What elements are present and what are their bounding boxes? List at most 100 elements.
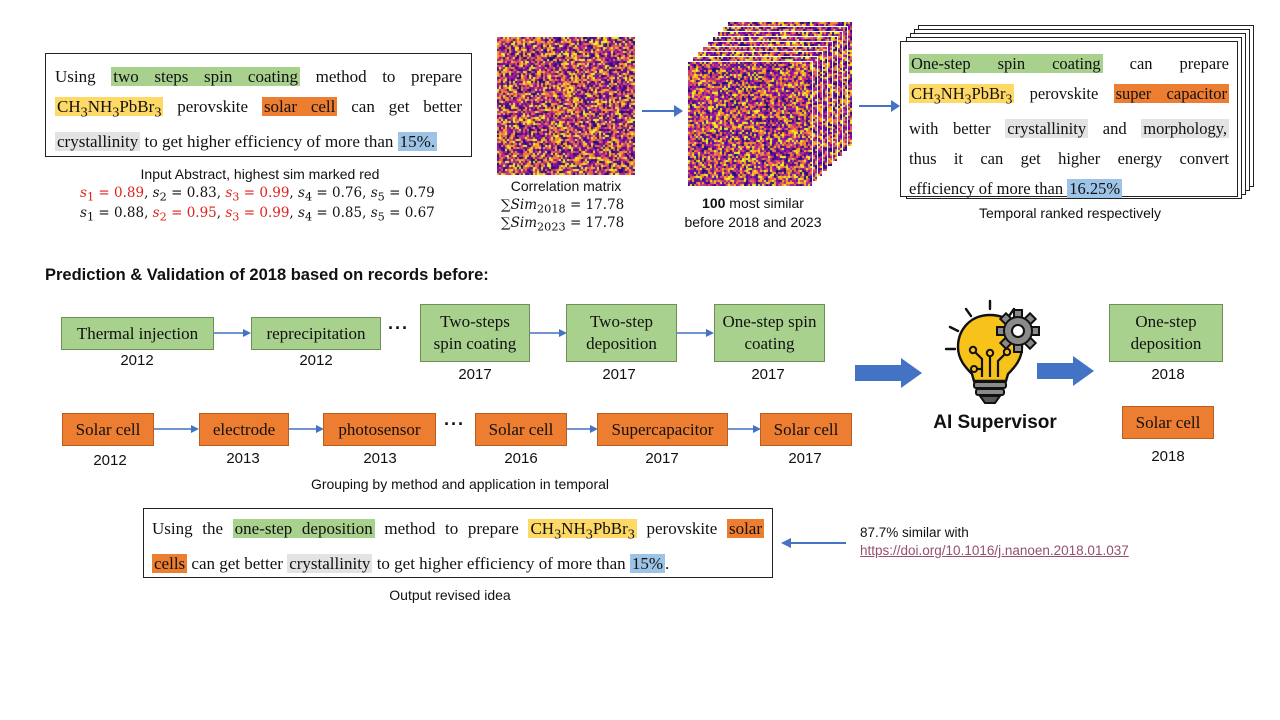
- arrow-right-icon: [289, 425, 324, 433]
- predicted-application-year: 2018: [1151, 448, 1185, 465]
- correlation-caption: Correlation matrix: [510, 178, 622, 194]
- sim-item: s5 = 0.79: [370, 185, 435, 204]
- ranked-line4: thus it can get higher energy convert: [909, 149, 1229, 169]
- text-fragment: to get higher efficiency of more than: [376, 554, 626, 574]
- ranked-line1: One-step spin coating can prepare: [909, 49, 1229, 79]
- sim-item: s1 = 0.89: [80, 185, 145, 204]
- property-highlight: morphology,: [1141, 119, 1230, 139]
- ranked-caption: Temporal ranked respectively: [978, 205, 1162, 221]
- application-highlight: cells: [152, 554, 188, 574]
- arrow-right-icon: [728, 425, 761, 433]
- sim-item: s2 = 0.95: [152, 205, 217, 224]
- ranked-line2: CH3NH3PbBr3 perovskite super capacitor: [909, 79, 1230, 114]
- arrow-right-icon: [642, 105, 683, 117]
- sim-item: s3 = 0.99: [225, 185, 290, 204]
- similar-matrix-layer: [687, 61, 813, 187]
- application-box-electrode: electrode: [199, 413, 289, 446]
- ai-supervisor-label: AI Supervisor: [933, 412, 1057, 433]
- sim-item: s1 = 0.88: [80, 205, 145, 224]
- ranked-line3: with better crystallinity and morphology…: [909, 114, 1230, 144]
- text-fragment: perovskite: [646, 519, 718, 538]
- sim-item: s4 = 0.76: [298, 185, 363, 204]
- arrow-right-icon: [855, 358, 922, 388]
- sum-sim-2023: ∑Sim2023 = 17.78: [501, 215, 625, 234]
- application-box-solar-cell: Solar cell: [475, 413, 567, 446]
- text-fragment: perovskite: [177, 97, 249, 116]
- application-year: 2013: [363, 450, 397, 467]
- output-line2: cells can get better crystallinity to ge…: [152, 549, 764, 579]
- application-highlight: super capacitor: [1113, 84, 1230, 103]
- method-box-reprecipitation: reprecipitation: [251, 317, 381, 350]
- sim-item: s3 = 0.99: [225, 205, 290, 224]
- method-highlight: One-step spin coating: [909, 54, 1103, 73]
- sim-item: s2 = 0.83: [152, 185, 217, 204]
- arrow-right-icon: [567, 425, 598, 433]
- ranked-abstract-box: One-step spin coating can prepare CH3NH3…: [900, 41, 1238, 199]
- application-box-photosensor: photosensor: [323, 413, 436, 446]
- predicted-method-box: One-step deposition: [1109, 304, 1223, 362]
- text-fragment: and: [1102, 119, 1127, 139]
- correlation-matrix-heatmap: [497, 37, 635, 175]
- text-fragment: Using the: [152, 519, 224, 538]
- method-highlight: one-step deposition: [232, 519, 375, 538]
- value-highlight: 15%.: [397, 132, 438, 152]
- method-box-one-step-spin-coating: One-step spin coating: [714, 304, 825, 362]
- arrow-right-icon: [677, 329, 714, 337]
- grouping-caption: Grouping by method and application in te…: [310, 476, 610, 492]
- application-box-solar-cell: Solar cell: [760, 413, 852, 446]
- lightbulb-gear-icon: [944, 299, 1040, 404]
- output-idea-box: Using the one-step deposition method to …: [143, 508, 773, 578]
- application-year: 2017: [788, 450, 822, 467]
- text-fragment: .: [665, 554, 670, 574]
- value-highlight: 16.25%: [1067, 179, 1123, 199]
- sim-row-1: s1 = 0.89, s2 = 0.83, s3 = 0.99, s4 = 0.…: [80, 185, 435, 204]
- input-abstract-line2: CH3NH3PbBr3 perovskite solar cell can ge…: [55, 92, 462, 127]
- value-highlight: 15%: [629, 554, 666, 574]
- application-year: 2013: [226, 450, 260, 467]
- arrow-right-icon: [154, 425, 199, 433]
- sim-row-2: s1 = 0.88, s2 = 0.95, s3 = 0.99, s4 = 0.…: [80, 205, 435, 224]
- property-highlight: crystallinity: [1005, 119, 1089, 139]
- arrow-right-icon: [1037, 356, 1094, 386]
- application-year: 2016: [504, 450, 538, 467]
- method-year: 2017: [458, 366, 492, 383]
- text-fragment: method to prepare: [315, 67, 462, 86]
- text-fragment: Using: [55, 67, 96, 86]
- material-highlight: CH3NH3PbBr3: [909, 84, 1015, 107]
- text-fragment: with better: [909, 119, 991, 139]
- predicted-application-box: Solar cell: [1122, 406, 1214, 439]
- application-year: 2012: [93, 452, 127, 469]
- property-highlight: crystallinity: [287, 554, 373, 574]
- sim-item: s4 = 0.85: [298, 205, 363, 224]
- method-year: 2017: [751, 366, 785, 383]
- input-abstract-box: Using two steps spin coating method to p…: [45, 53, 472, 157]
- sim-item: s5 = 0.67: [370, 205, 435, 224]
- material-highlight: CH3NH3PbBr3: [528, 519, 637, 543]
- ellipsis: ···: [444, 414, 465, 434]
- doi-link[interactable]: https://doi.org/10.1016/j.nanoen.2018.01…: [860, 543, 1129, 558]
- method-box-thermal-injection: Thermal injection: [61, 317, 214, 350]
- application-box-solar-cell: Solar cell: [62, 413, 154, 446]
- method-box-two-steps-spin-coating: Two-steps spin coating: [420, 304, 530, 362]
- arrow-right-icon: [214, 329, 251, 337]
- text-fragment: efficiency of more than: [909, 179, 1064, 199]
- application-box-supercapacitor: Supercapacitor: [597, 413, 728, 446]
- arrow-right-icon: [530, 329, 567, 337]
- prediction-heading: Prediction & Validation of 2018 based on…: [45, 266, 489, 284]
- ranked-line5: efficiency of more than 16.25%: [909, 174, 1229, 204]
- arrow-right-icon: [859, 100, 900, 112]
- similar-caption: 100 most similar before 2018 and 2023: [684, 195, 822, 230]
- method-year: 2012: [299, 352, 333, 369]
- output-caption: Output revised idea: [389, 587, 511, 603]
- input-abstract-line1: Using two steps spin coating method to p…: [55, 62, 462, 92]
- method-box-two-step-deposition: Two-step deposition: [566, 304, 677, 362]
- method-year: 2017: [602, 366, 636, 383]
- ellipsis: ···: [388, 318, 409, 338]
- material-highlight: CH3NH3PbBr3: [55, 97, 164, 121]
- text-fragment: can prepare: [1129, 54, 1229, 73]
- method-year: 2012: [120, 352, 154, 369]
- method-highlight: two steps spin coating: [111, 67, 300, 86]
- sum-sim-2018: ∑Sim2018 = 17.78: [501, 197, 625, 216]
- input-abstract-caption: Input Abstract, highest sim marked red: [140, 166, 380, 182]
- output-line1: Using the one-step deposition method to …: [152, 514, 765, 549]
